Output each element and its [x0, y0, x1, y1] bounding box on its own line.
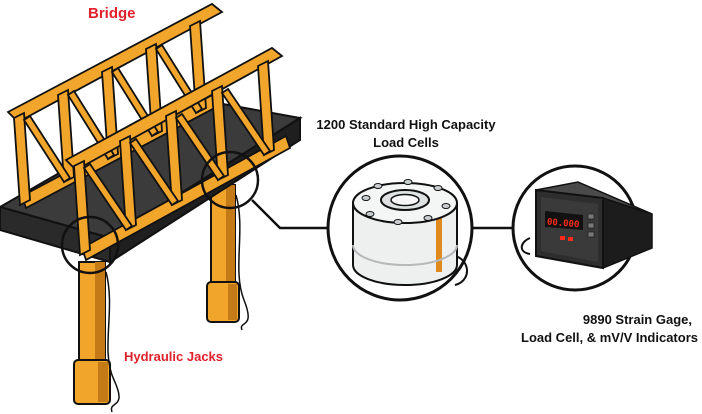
hydraulic-jacks-label: Hydraulic Jacks — [124, 349, 224, 364]
indicator-callout — [511, 164, 653, 292]
hydraulic-jack-back — [206, 184, 249, 331]
indicator-label-line1: 9890 Strain Gage, — [582, 312, 692, 327]
bridge-label: Bridge — [88, 5, 136, 22]
indicator-label-line2: Load Cell, & mV/V Indicators — [521, 330, 698, 345]
indicator-display-reading: 00.000 — [546, 218, 579, 231]
load-cells-label-line1: 1200 Standard High Capacity — [316, 117, 496, 132]
load-cells-label-line2: Load Cells — [373, 135, 439, 150]
load-cell-callout — [326, 154, 474, 302]
connector-line-bridge — [251, 199, 335, 230]
hydraulic-jack-front — [73, 261, 120, 413]
callout-circle-back — [200, 150, 260, 210]
bridge-truss-front — [64, 46, 292, 262]
callout-circle-front — [60, 215, 120, 275]
